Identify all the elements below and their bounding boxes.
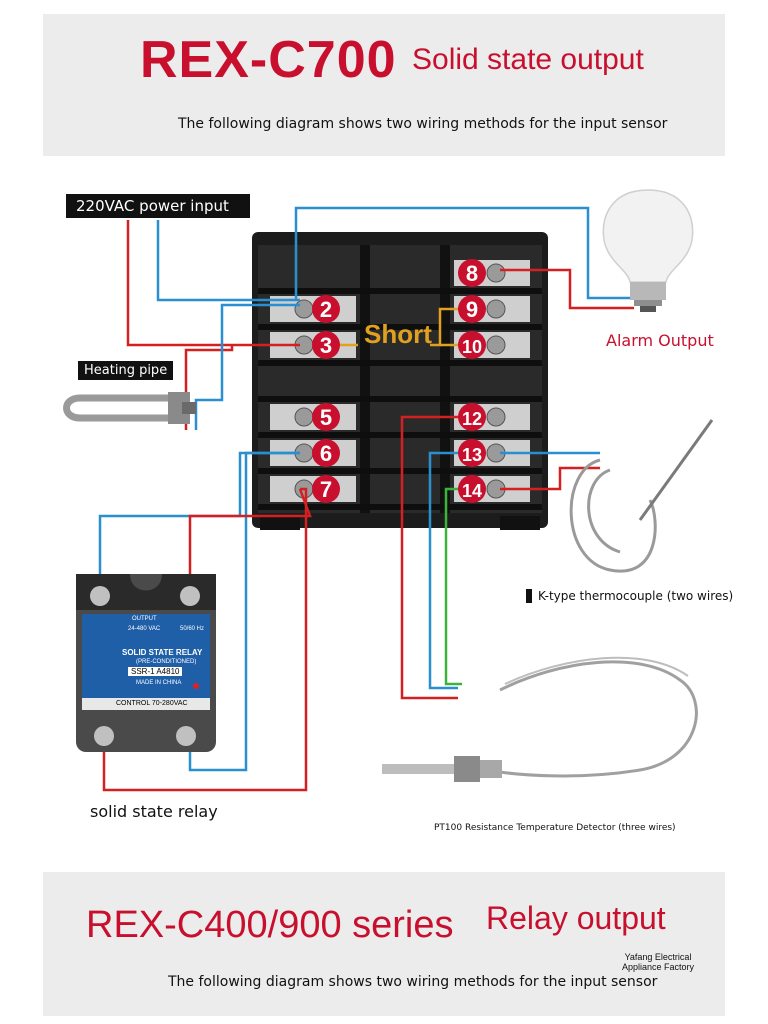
wires: [98, 206, 634, 792]
short-label: Short: [364, 319, 432, 349]
footer-model-title: REX-C400/900 series: [86, 904, 454, 946]
header-model-title: REX-C700: [140, 31, 397, 89]
light-bulb-icon: [602, 189, 694, 312]
bottom-banner: [43, 872, 725, 1016]
terminal-6: 6: [320, 441, 332, 466]
heating-pipe-label: Heating pipe: [78, 361, 174, 380]
terminal-14: 14: [462, 481, 482, 501]
solid-state-relay: [76, 574, 216, 752]
footer-subtitle: The following diagram shows two wiring m…: [168, 974, 658, 990]
top-banner: [43, 14, 725, 156]
header-subtitle: The following diagram shows two wiring m…: [178, 116, 668, 132]
footer-output-type: Relay output: [486, 900, 666, 936]
terminal-numbers: 2 3 5 6 7 8 9 10 12 13 14: [320, 261, 482, 502]
ssr-caption: solid state relay: [90, 802, 218, 821]
terminal-2: 2: [320, 297, 332, 322]
ssr-title: SOLID STATE RELAY: [122, 648, 203, 657]
ssr-frequency: 50/60 Hz: [180, 626, 205, 632]
terminal-10: 10: [462, 337, 482, 357]
power-input-label: 220VAC power input: [66, 194, 250, 218]
ssr-model: SSR-1 A4810: [128, 667, 183, 676]
terminal-13: 13: [462, 445, 482, 465]
ssr-output-label: OUTPUT: [132, 616, 157, 622]
ssr-control: CONTROL 70-280VAC: [116, 700, 188, 707]
terminal-3: 3: [320, 333, 332, 358]
pt100-probe-icon: [382, 656, 698, 782]
ssr-made-in: MADE IN CHINA: [136, 680, 182, 686]
thermocouple-probe-icon: [569, 419, 714, 573]
thermocouple-label: K-type thermocouple (two wires): [526, 589, 733, 603]
terminal-7: 7: [320, 477, 332, 502]
heating-pipe-icon: [63, 392, 196, 424]
terminal-8: 8: [466, 261, 478, 286]
ssr-rating: 24-480 VAC: [128, 626, 161, 632]
terminal-5: 5: [320, 405, 332, 430]
pt100-label: PT100 Resistance Temperature Detector (t…: [434, 823, 676, 833]
header-output-type: Solid state output: [412, 43, 644, 76]
terminal-badges: [312, 259, 486, 503]
alarm-output-label: Alarm Output: [606, 331, 714, 350]
footer-watermark: Yafang Electrical Appliance Factory: [621, 952, 695, 972]
terminal-12: 12: [462, 409, 482, 429]
terminal-9: 9: [466, 297, 478, 322]
ssr-subtitle: (PRE-CONDITIONED): [136, 659, 197, 665]
